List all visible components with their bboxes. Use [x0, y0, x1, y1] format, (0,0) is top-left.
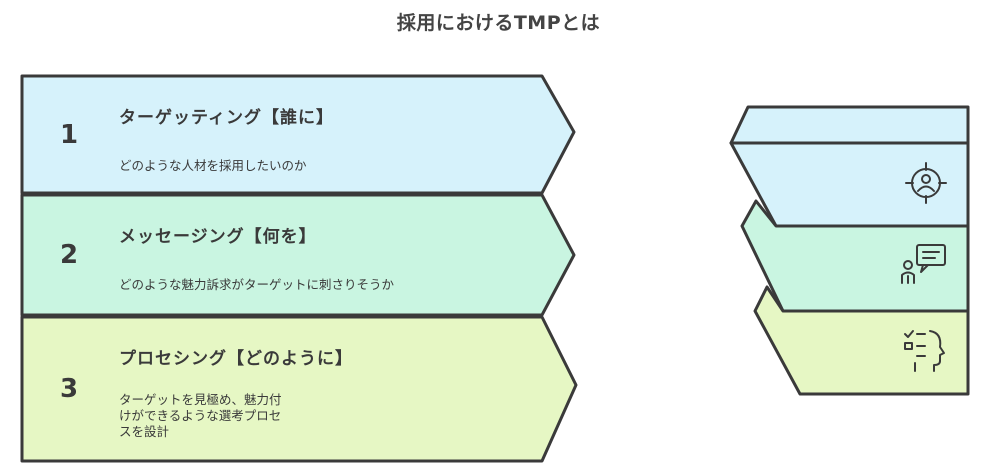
step-2-heading: メッセージング【何を】 [119, 227, 317, 247]
step-1-number: 1 [59, 120, 79, 150]
step-3-description: ターゲットを見極め、魅力付 けができるような選考プロセ スを設計 [119, 392, 282, 439]
step-3-heading: プロセシング【どのように】 [119, 349, 353, 369]
step-2-description: どのような魅力訴求がターゲットに刺さりそうか [119, 277, 395, 292]
step-3-number: 3 [59, 374, 79, 404]
step-1-description: どのような人材を採用したいのか [119, 158, 307, 173]
target-person-icon [905, 162, 947, 204]
step-3-arrow [20, 315, 578, 463]
head-checklist-icon [904, 330, 945, 372]
step-1-arrow [20, 74, 576, 195]
step-2-arrow [20, 193, 576, 317]
step-2-number: 2 [59, 240, 79, 270]
step-1-heading: ターゲッティング【誰に】 [119, 108, 334, 128]
person-speech-icon [901, 244, 946, 284]
stack-top-face [729, 105, 970, 145]
page-title: 採用におけるTMPとは [396, 12, 601, 34]
